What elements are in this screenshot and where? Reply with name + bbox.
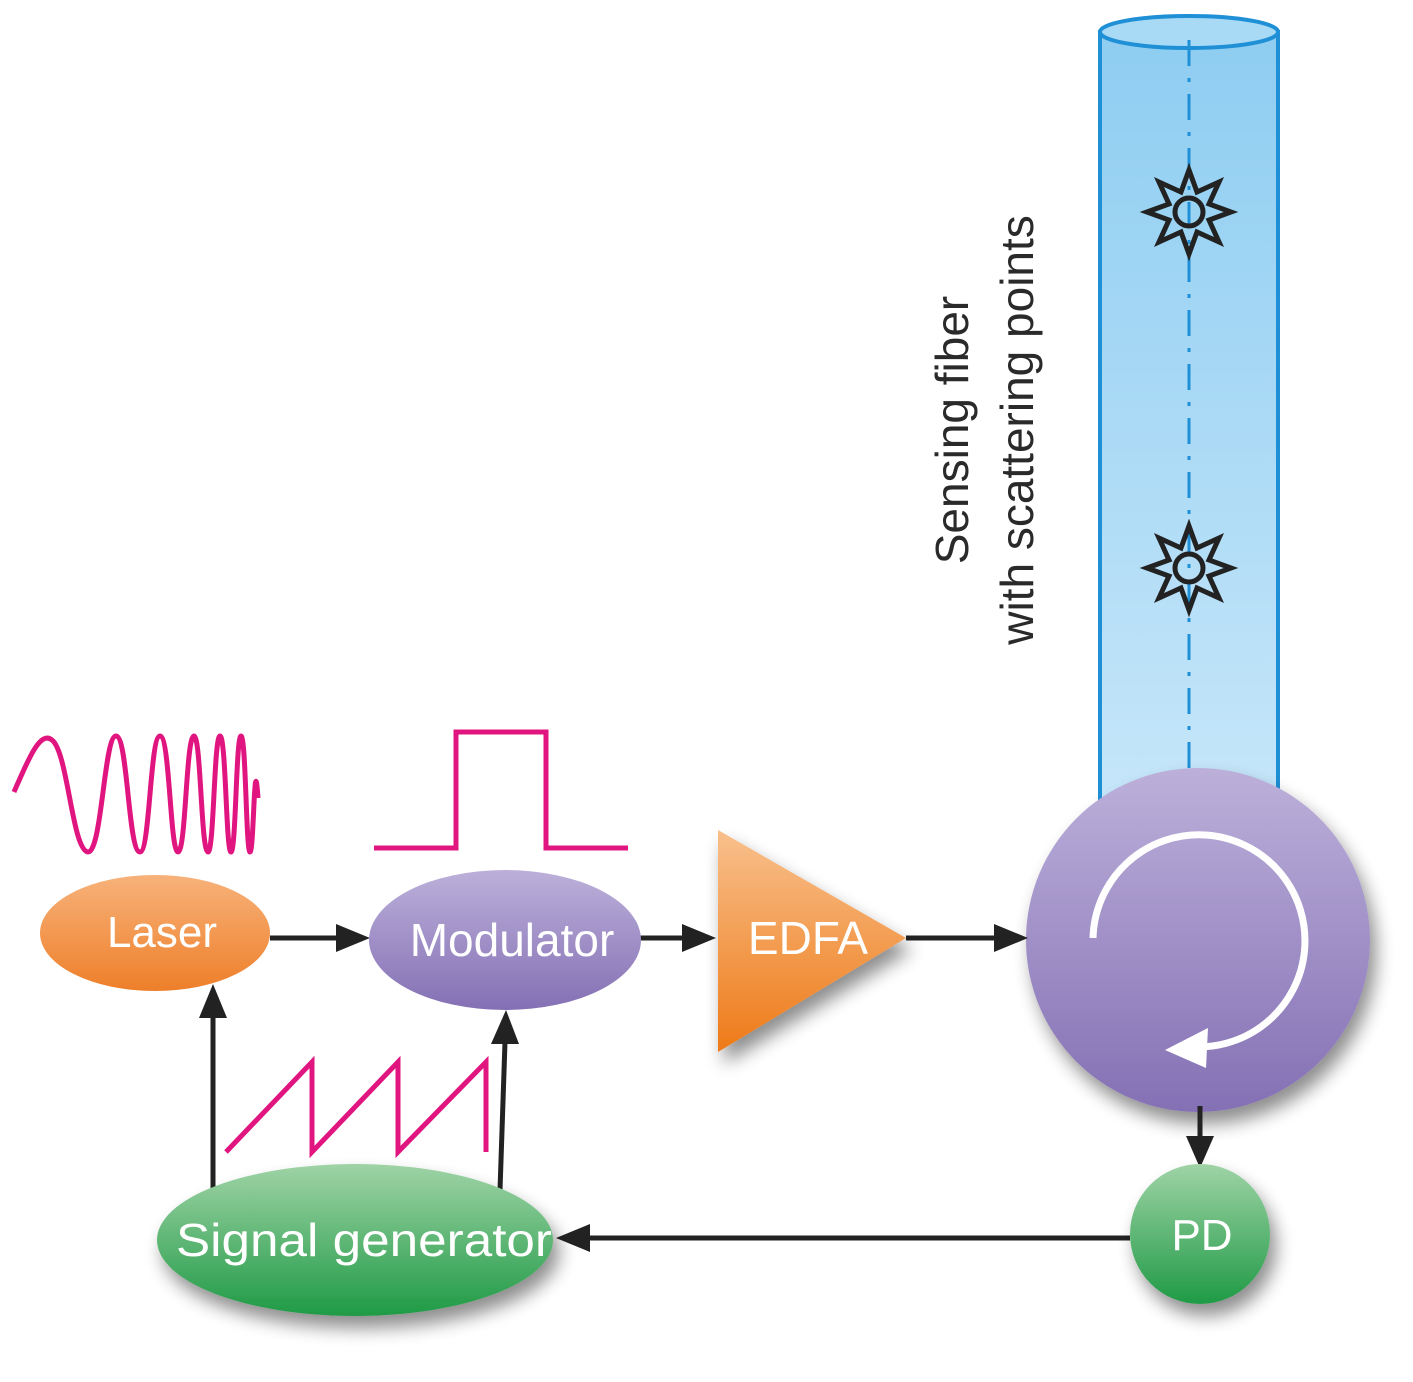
arrow-signal-generator-to-modulator: [491, 1010, 519, 1191]
arrow-pd-to-signal-generator: [556, 1224, 1130, 1252]
sawtooth-waveform: [224, 1055, 489, 1159]
modulator-node: Modulator: [369, 870, 641, 1010]
fiber-caption-line2: with scattering points: [991, 215, 1043, 646]
arrow-laser-to-modulator: [270, 924, 370, 952]
circular-arrow-head: [1165, 1028, 1208, 1068]
arrow-signal-generator-to-laser: [199, 984, 227, 1190]
fiber-caption: Sensing fiber with scattering points: [926, 215, 1043, 646]
arrow-circulator-to-pd: [1186, 1106, 1214, 1168]
laser-label: Laser: [107, 908, 217, 957]
arrow-edfa-to-circulator: [906, 924, 1028, 952]
edfa-node: EDFA: [718, 830, 906, 1052]
signal-generator-node: Signal generator: [157, 1164, 553, 1316]
arrow-modulator-to-edfa: [640, 924, 716, 952]
laser-node: Laser: [40, 875, 270, 991]
pd-node: PD: [1130, 1164, 1270, 1304]
signal-generator-label: Signal generator: [176, 1214, 552, 1266]
modulator-label: Modulator: [410, 914, 615, 966]
edfa-label: EDFA: [748, 912, 868, 964]
pd-label: PD: [1171, 1211, 1232, 1260]
fiber-caption-line1: Sensing fiber: [926, 296, 978, 565]
chirp-waveform: [11, 733, 261, 855]
circular-arrow-icon: [1089, 831, 1309, 1051]
sensing-fiber: [1098, 14, 1280, 834]
pulse-waveform: [374, 729, 628, 851]
scatter-point-icon: [1139, 518, 1239, 618]
scatter-point-icon: [1139, 162, 1239, 262]
circulator: [1026, 768, 1370, 1112]
